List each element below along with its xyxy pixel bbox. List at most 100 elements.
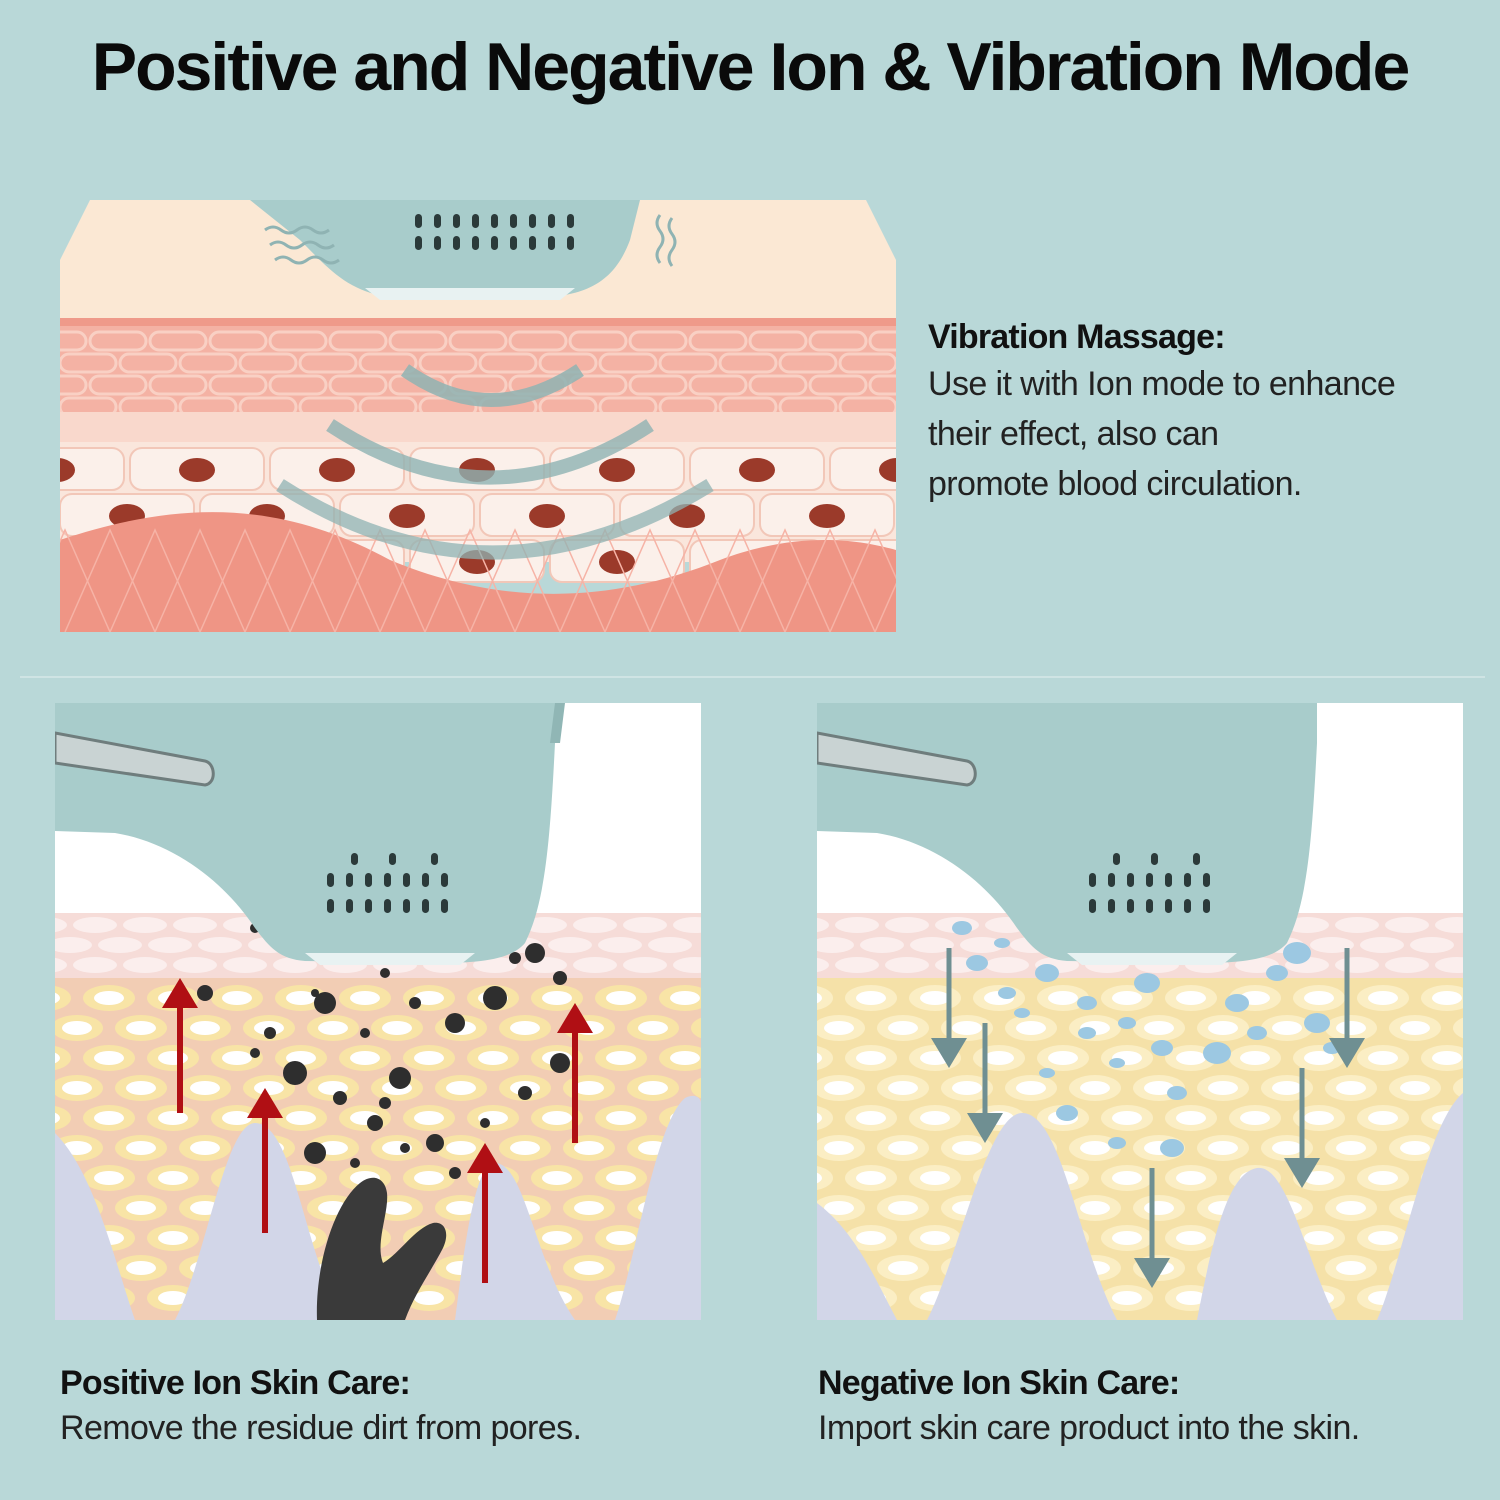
vent-hole [567,236,574,250]
epidermis-cell [868,330,896,352]
epidermis-cell [1285,917,1329,933]
cell-core [817,1172,822,1184]
cell-core [670,1051,700,1065]
cell-core [1016,1021,1046,1035]
vent-hole [422,873,429,887]
dermis-fiber [739,528,831,632]
epidermis-cell [508,330,568,352]
cell-core [126,1021,156,1035]
epidermis-cell [358,352,418,374]
dirt-particle [389,1067,411,1089]
skin-cell [829,447,896,491]
dermis-fiber [379,528,471,632]
cell-core [817,1112,822,1124]
cell-core [542,1111,572,1125]
cell-core [1208,1141,1238,1155]
cell-nucleus [319,458,355,482]
cell-core [222,991,252,1005]
epidermis-cell [648,937,692,953]
cell-nucleus [60,458,75,482]
cell-core [638,1021,668,1035]
cell-core [1400,1081,1430,1095]
vent-hole [548,236,555,250]
cell-core [1112,1291,1142,1305]
product-drop [1035,964,1059,982]
tissue-cell [55,1106,71,1130]
cell-core [1176,991,1206,1005]
cell-core [1432,991,1462,1005]
vent-hole [441,899,448,913]
cell-core [318,1021,348,1035]
product-drop [998,987,1016,999]
dermis-fiber [514,528,606,632]
cell-core [158,1171,188,1185]
epidermis-cell [55,937,92,953]
epidermis-cell [598,937,642,953]
cell-core [1400,1021,1430,1035]
dirt-particle [250,1048,260,1058]
cell-nucleus [809,504,845,528]
cell-core [382,1201,412,1215]
cell-core [62,1021,92,1035]
cell-core [1240,1111,1270,1125]
cell-core [222,1111,252,1125]
epidermis-cell [673,917,701,933]
epidermis-cell [98,937,142,953]
epidermis-cell [148,330,208,352]
vent-hole [327,873,334,887]
product-drop [1283,942,1311,964]
cell-core [1112,1111,1142,1125]
cell-core [952,1141,982,1155]
cell-core [190,1141,220,1155]
cell-core [606,1051,636,1065]
epidermis-cell [1385,917,1429,933]
cell-core [1112,1231,1142,1245]
epidermis-cell [55,917,67,933]
epidermis-cell [885,957,929,973]
epidermis-cell [478,352,538,374]
tissue-cell [817,986,833,1010]
epidermis-cell [268,374,328,396]
vent-hole [365,873,372,887]
cell-core [158,1111,188,1125]
epidermis-cell [573,957,617,973]
vent-hole [1165,899,1172,913]
epidermis-cell [860,937,904,953]
epidermis-cell [817,957,829,973]
cell-core [888,1141,918,1155]
cell-core [126,1081,156,1095]
cell-core [414,1111,444,1125]
vent-hole [1193,853,1200,865]
cell-core [414,1291,444,1305]
epidermis-cell [198,937,242,953]
cell-core [574,1081,604,1095]
epidermis-cell [523,917,567,933]
vent-hole [1151,853,1158,865]
product-drop [966,955,988,971]
epidermis-cell [388,330,448,352]
epidermis-cell [628,330,688,352]
cell-nucleus [389,504,425,528]
dirt-particle [304,1142,326,1164]
cell-core [1240,1051,1270,1065]
cell-core [158,1051,188,1065]
dirt-particle [553,971,567,985]
cell-core [350,991,380,1005]
cell-core [1368,1231,1398,1245]
epidermis-cell [885,917,929,933]
vent-hole [1184,899,1191,913]
cell-core [55,1052,60,1064]
vent-hole [1089,899,1096,913]
epidermis-cell [208,330,268,352]
dirt-particle [518,1086,532,1100]
vent-hole [346,873,353,887]
epidermis-cell [573,917,617,933]
cell-core [286,1111,316,1125]
dirt-particle [350,1158,360,1168]
cell-nucleus [529,504,565,528]
cell-core [1048,991,1078,1005]
cell-core [1368,1171,1398,1185]
cell-core [126,1141,156,1155]
cell-core [510,1141,540,1155]
tissue-cell [817,1166,833,1190]
